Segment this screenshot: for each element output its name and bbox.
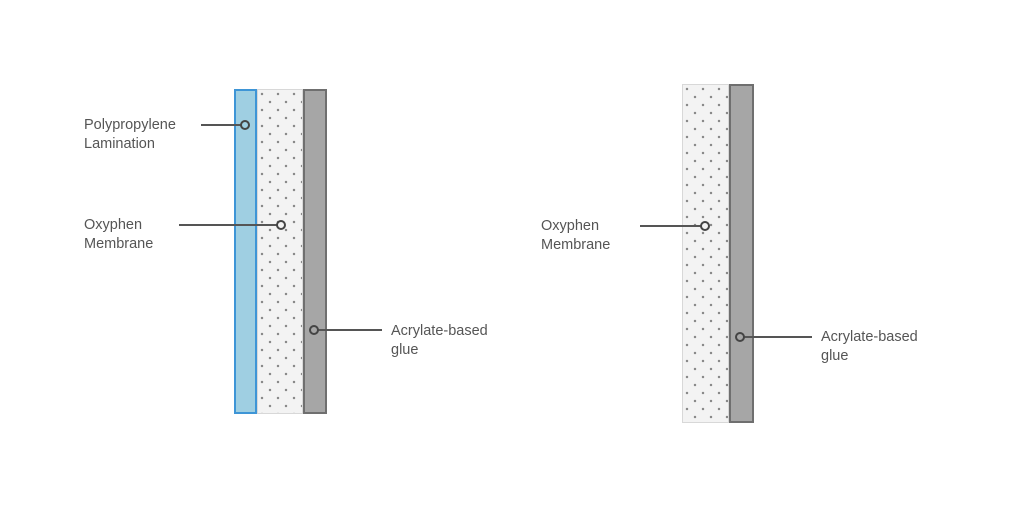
polypropylene-label: Polypropylene Lamination (84, 117, 176, 152)
membrane-label: Oxyphen Membrane (84, 217, 154, 252)
membrane-leader-line (179, 224, 277, 226)
membrane-leader-line (640, 225, 702, 227)
membrane-marker-icon (700, 221, 710, 231)
membrane-layer (257, 89, 303, 414)
polypropylene-marker-icon (240, 120, 250, 130)
glue-label: Acrylate-based glue (391, 323, 488, 358)
membrane-layer (682, 84, 729, 423)
glue-marker-icon (735, 332, 745, 342)
glue-layer (303, 89, 327, 414)
membrane-label: Oxyphen Membrane (541, 218, 611, 253)
glue-layer (729, 84, 754, 423)
glue-leader-line (744, 336, 812, 338)
glue-marker-icon (309, 325, 319, 335)
glue-leader-line (318, 329, 382, 331)
polypropylene-layer (234, 89, 257, 414)
polypropylene-leader-line (201, 124, 241, 126)
membrane-marker-icon (276, 220, 286, 230)
glue-label: Acrylate-based glue (821, 329, 918, 364)
